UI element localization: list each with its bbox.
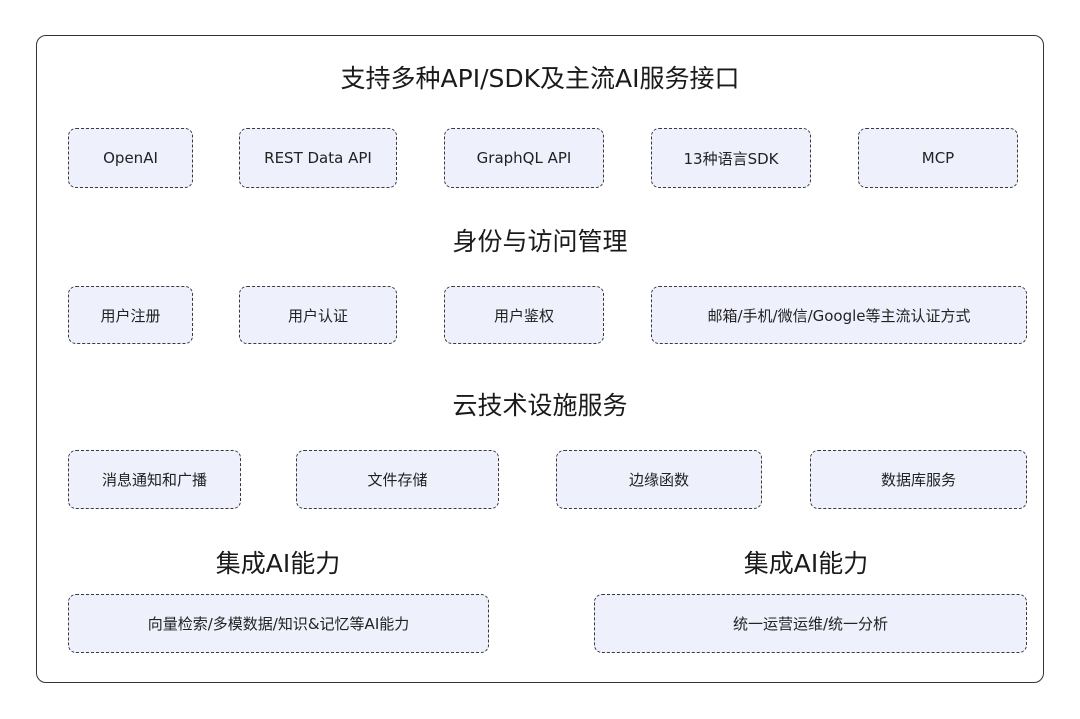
identity-box-auth-methods: 邮箱/手机/微信/Google等主流认证方式 [651,286,1027,344]
api-box-graphql-api: GraphQL API [444,128,604,188]
identity-box-authorization: 用户鉴权 [444,286,604,344]
ai-box-unified-ops: 统一运营运维/统一分析 [594,594,1027,653]
cloud-box-messaging: 消息通知和广播 [68,450,241,509]
cloud-section-title: 云技术设施服务 [452,391,628,420]
api-box-openai: OpenAI [68,128,193,188]
api-section-title: 支持多种API/SDK及主流AI服务接口 [340,64,740,93]
identity-box-register: 用户注册 [68,286,193,344]
identity-box-authentication: 用户认证 [239,286,397,344]
cloud-box-file-storage: 文件存储 [296,450,499,509]
cloud-box-edge-functions: 边缘函数 [556,450,762,509]
ai-right-section-title: 集成AI能力 [743,549,869,578]
ai-left-section-title: 集成AI能力 [215,549,341,578]
api-box-mcp: MCP [858,128,1018,188]
ai-box-vector-memory: 向量检索/多模数据/知识&记忆等AI能力 [68,594,489,653]
identity-section-title: 身份与访问管理 [452,227,628,256]
api-box-rest-data-api: REST Data API [239,128,397,188]
cloud-box-database: 数据库服务 [810,450,1027,509]
api-box-sdk: 13种语言SDK [651,128,811,188]
